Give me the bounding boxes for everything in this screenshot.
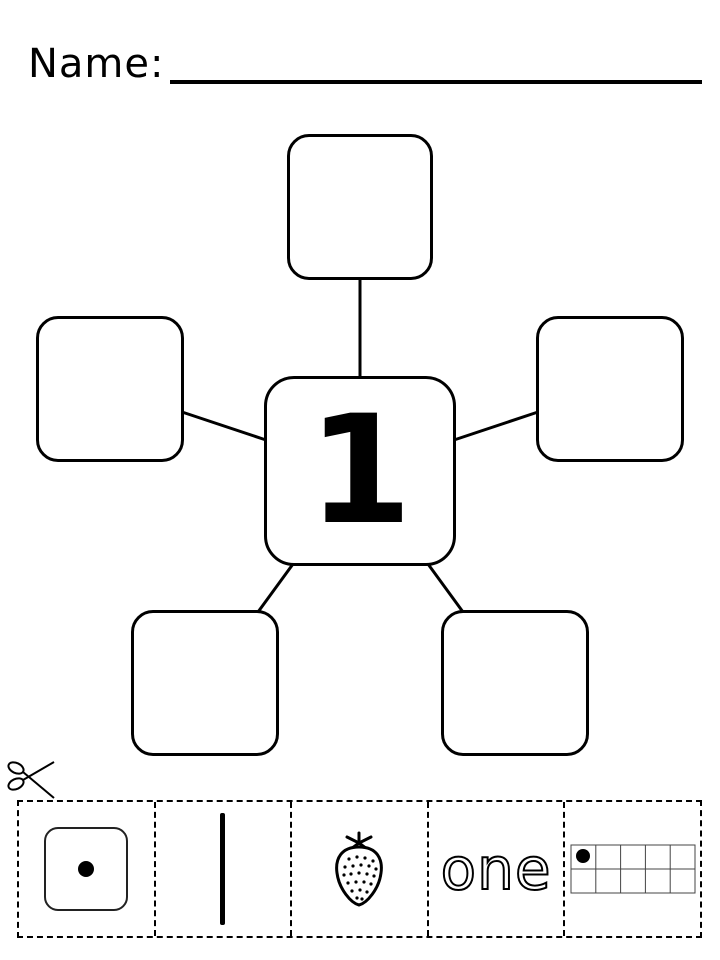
connector-lines [181, 279, 539, 613]
dice-pip [78, 861, 95, 877]
ten-frame [570, 844, 696, 894]
bottom-right-box[interactable] [441, 610, 589, 756]
strawberry-icon [335, 831, 384, 907]
connector-line-right [453, 410, 539, 442]
right-box[interactable] [536, 316, 684, 462]
connector-line-bottom-left [256, 563, 295, 613]
scissors-icon [7, 761, 55, 799]
cut-cell-word[interactable]: one [429, 802, 566, 936]
number-word: one [440, 835, 552, 903]
connector-line-left [181, 410, 267, 442]
cut-cell-tally[interactable] [156, 802, 293, 936]
name-row: Name: [28, 40, 703, 88]
cut-cell-ten-frame[interactable] [565, 802, 700, 936]
name-write-line[interactable] [170, 80, 703, 84]
name-label: Name: [28, 41, 165, 87]
top-box[interactable] [287, 134, 433, 280]
left-box[interactable] [36, 316, 184, 462]
bottom-left-box[interactable] [131, 610, 279, 756]
center-number: 1 [307, 384, 413, 558]
cut-cell-dice[interactable] [19, 802, 156, 936]
connector-line-bottom-right [426, 563, 465, 613]
dice-one-icon [44, 827, 129, 911]
tally-mark-icon [220, 813, 226, 925]
cut-cell-strawberry[interactable] [292, 802, 429, 936]
ten-frame-counter [575, 849, 590, 863]
cut-out-strip: one [17, 800, 702, 938]
center-number-box: 1 [264, 376, 456, 566]
